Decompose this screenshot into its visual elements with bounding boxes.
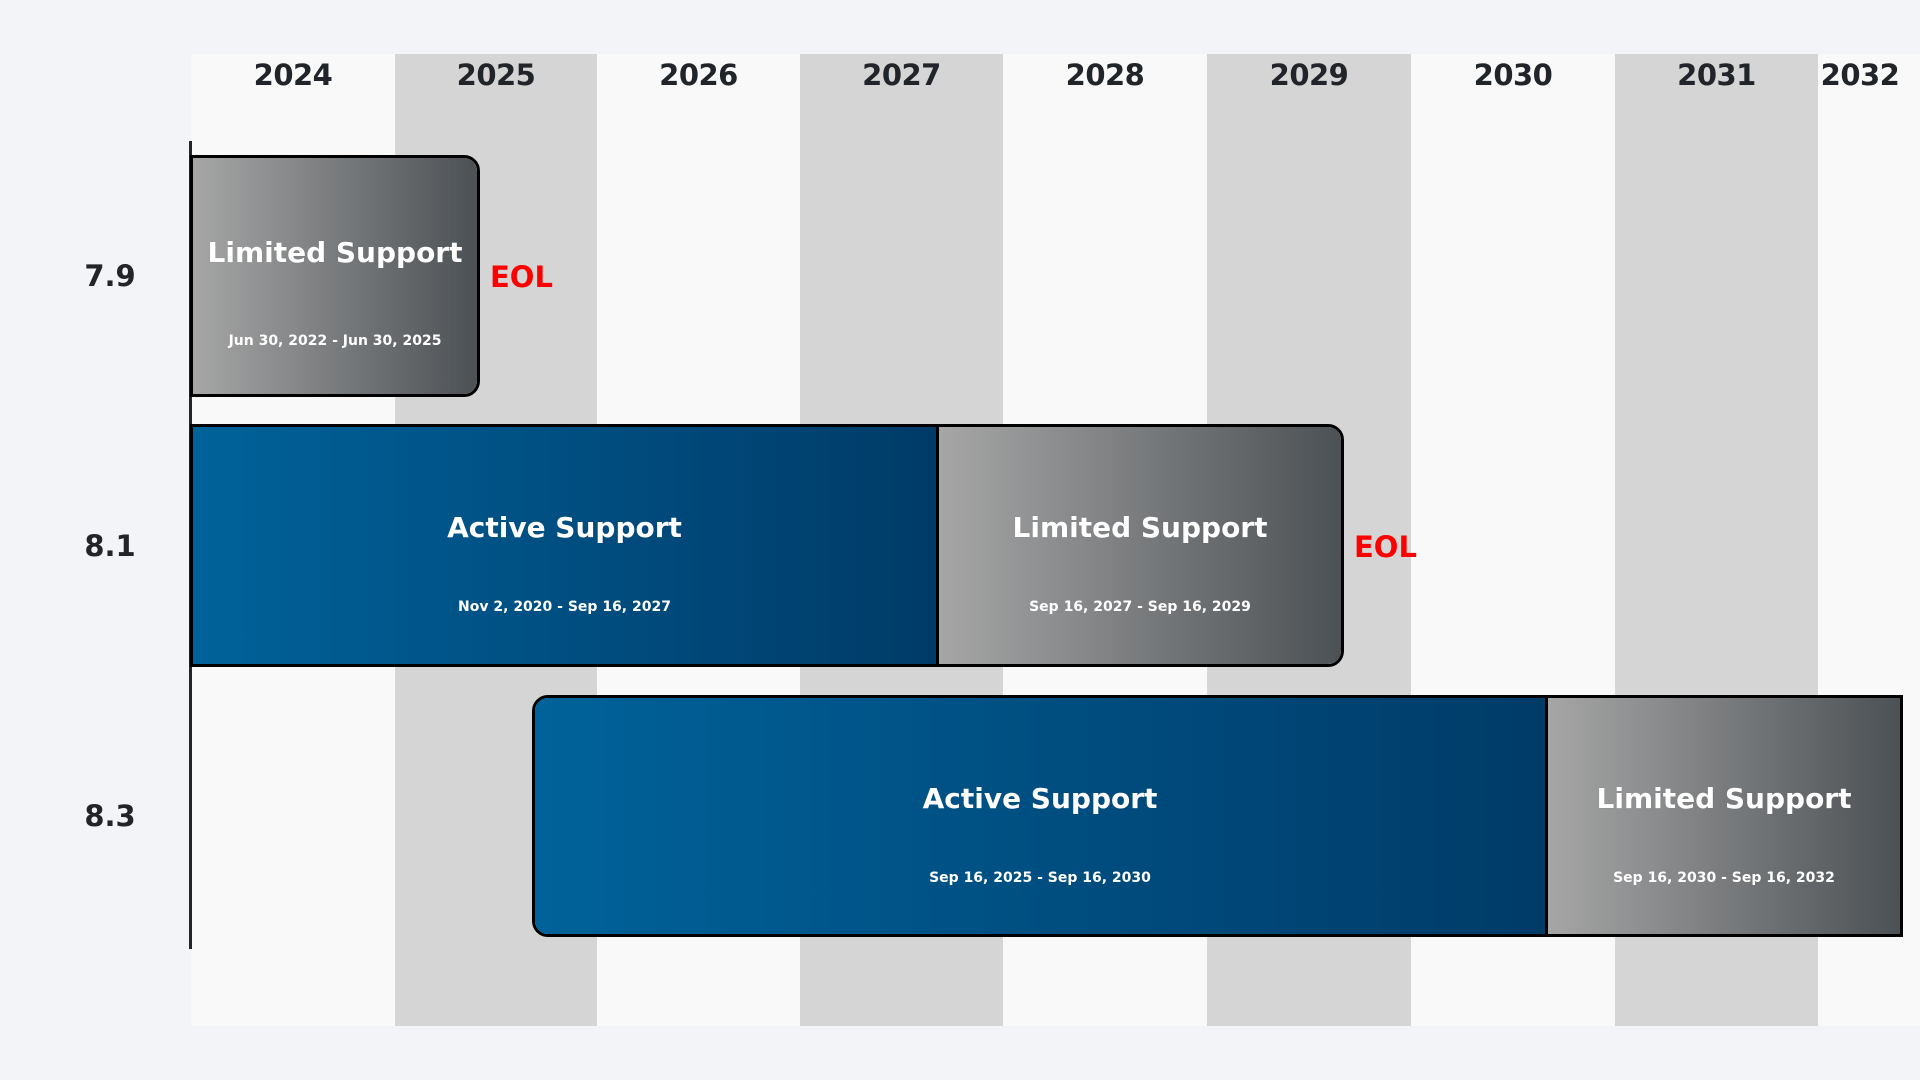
version-label-7-9: 7.9	[84, 259, 136, 293]
limited-support-segment: Limited Support Sep 16, 2027 - Sep 16, 2…	[936, 427, 1341, 664]
active-support-segment: Active Support Nov 2, 2020 - Sep 16, 202…	[193, 427, 936, 664]
eol-marker-8-1: EOL	[1354, 530, 1417, 564]
year-label: 2029	[1269, 58, 1349, 92]
segment-title: Limited Support	[207, 236, 463, 269]
limited-support-segment: Limited Support Sep 16, 2030 - Sep 16, 2…	[1545, 698, 1900, 934]
segment-dates: Sep 16, 2025 - Sep 16, 2030	[929, 870, 1151, 886]
segment-title: Limited Support	[1596, 782, 1852, 815]
year-label: 2032	[1820, 58, 1900, 92]
segment-title: Limited Support	[1012, 511, 1268, 544]
year-label: 2028	[1065, 58, 1145, 92]
segment-dates: Nov 2, 2020 - Sep 16, 2027	[458, 599, 671, 615]
year-label: 2026	[659, 58, 738, 92]
active-support-segment: Active Support Sep 16, 2025 - Sep 16, 20…	[535, 698, 1545, 934]
version-label-8-1: 8.1	[84, 529, 136, 563]
version-label-8-3: 8.3	[84, 799, 136, 833]
year-label: 2025	[456, 58, 536, 92]
year-label: 2030	[1473, 58, 1553, 92]
year-label: 2027	[862, 58, 941, 92]
segment-title: Active Support	[447, 511, 682, 544]
segment-dates: Sep 16, 2027 - Sep 16, 2029	[1029, 599, 1251, 615]
segment-dates: Jun 30, 2022 - Jun 30, 2025	[228, 333, 442, 349]
year-label: 2024	[253, 58, 333, 92]
bar-7-9: Limited Support Jun 30, 2022 - Jun 30, 2…	[190, 155, 480, 397]
segment-title: Active Support	[922, 782, 1158, 815]
segment-dates: Sep 16, 2030 - Sep 16, 2032	[1613, 870, 1835, 886]
eol-marker-7-9: EOL	[490, 260, 553, 294]
limited-support-segment: Limited Support Jun 30, 2022 - Jun 30, 2…	[193, 158, 477, 394]
bar-8-1: Active Support Nov 2, 2020 - Sep 16, 202…	[190, 424, 1344, 667]
year-label: 2031	[1677, 58, 1756, 92]
bar-8-3: Active Support Sep 16, 2025 - Sep 16, 20…	[532, 695, 1903, 937]
